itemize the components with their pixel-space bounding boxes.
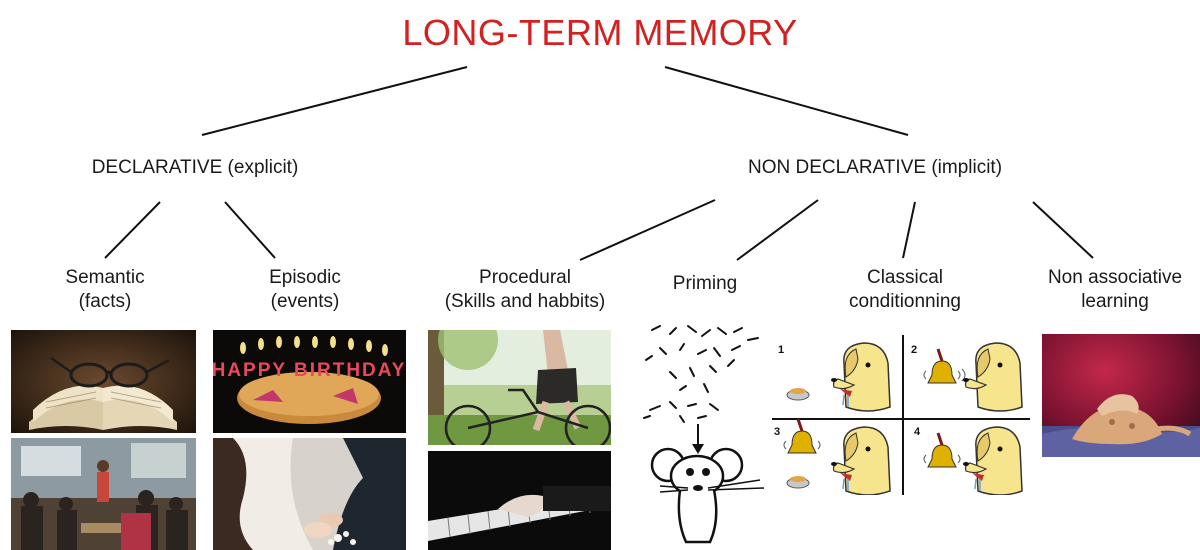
line-root-declarative [201,66,468,136]
panel-number-4: 4 [914,426,921,438]
panel-number-2: 2 [911,344,917,356]
semantic-title: Semantic [65,267,145,288]
sea-slug-photo [1042,334,1200,457]
wedding-photo [213,438,406,550]
line-declarative-semantic [104,201,161,259]
classical-title: Classical [866,267,944,288]
panel-number-3: 3 [774,426,780,438]
declarative-label: DECLARATIVE (explicit) [91,157,299,178]
bell-icon [923,432,961,468]
line-declarative-episodic [224,201,276,259]
procedural-title: Procedural [479,267,571,288]
classical-conditioning-diagram: 1 2 3 4 [772,335,1030,495]
line-nondecl-nonassociative [1032,201,1094,259]
non-associative-label: Non associative learning [1030,266,1200,314]
dog-icon [963,342,1023,412]
birthday-candle-letters: HAPPY BIRTHDAY [213,360,406,381]
non-declarative-label: NON DECLARATIVE (implicit) [747,157,1003,178]
dog-icon [831,426,891,495]
line-nondecl-classical [902,201,916,259]
semantic-subtitle: (facts) [78,291,132,312]
bicycle-photo [428,330,611,445]
panel-number-1: 1 [778,344,784,356]
diagram-title: LONG-TERM MEMORY [402,12,798,53]
line-nondecl-priming [736,199,819,261]
semantic-label: Semantic (facts) [35,266,175,314]
dog-icon [963,426,1023,495]
non-associative-subtitle: learning [1081,291,1149,312]
dog-icon [831,342,891,412]
classical-label: Classical conditionning [825,266,985,314]
classical-subtitle: conditionning [849,291,961,312]
priming-label: Priming [650,272,760,296]
line-root-nondeclarative [664,66,909,136]
priming-title: Priming [672,273,738,294]
episodic-label: Episodic (events) [235,266,375,314]
open-book-photo [11,330,196,433]
piano-photo [428,451,611,550]
classroom-photo [11,438,196,550]
priming-mouse-drawing [640,320,770,550]
bell-icon [783,418,821,454]
bell-icon [923,348,966,384]
episodic-title: Episodic [269,267,341,288]
procedural-subtitle: (Skills and habbits) [444,291,606,312]
procedural-label: Procedural (Skills and habbits) [425,266,625,314]
episodic-subtitle: (events) [270,291,340,312]
birthday-cake-photo: HAPPY BIRTHDAY [213,330,406,433]
line-nondecl-procedural [579,199,716,261]
non-associative-title: Non associative [1047,267,1183,288]
